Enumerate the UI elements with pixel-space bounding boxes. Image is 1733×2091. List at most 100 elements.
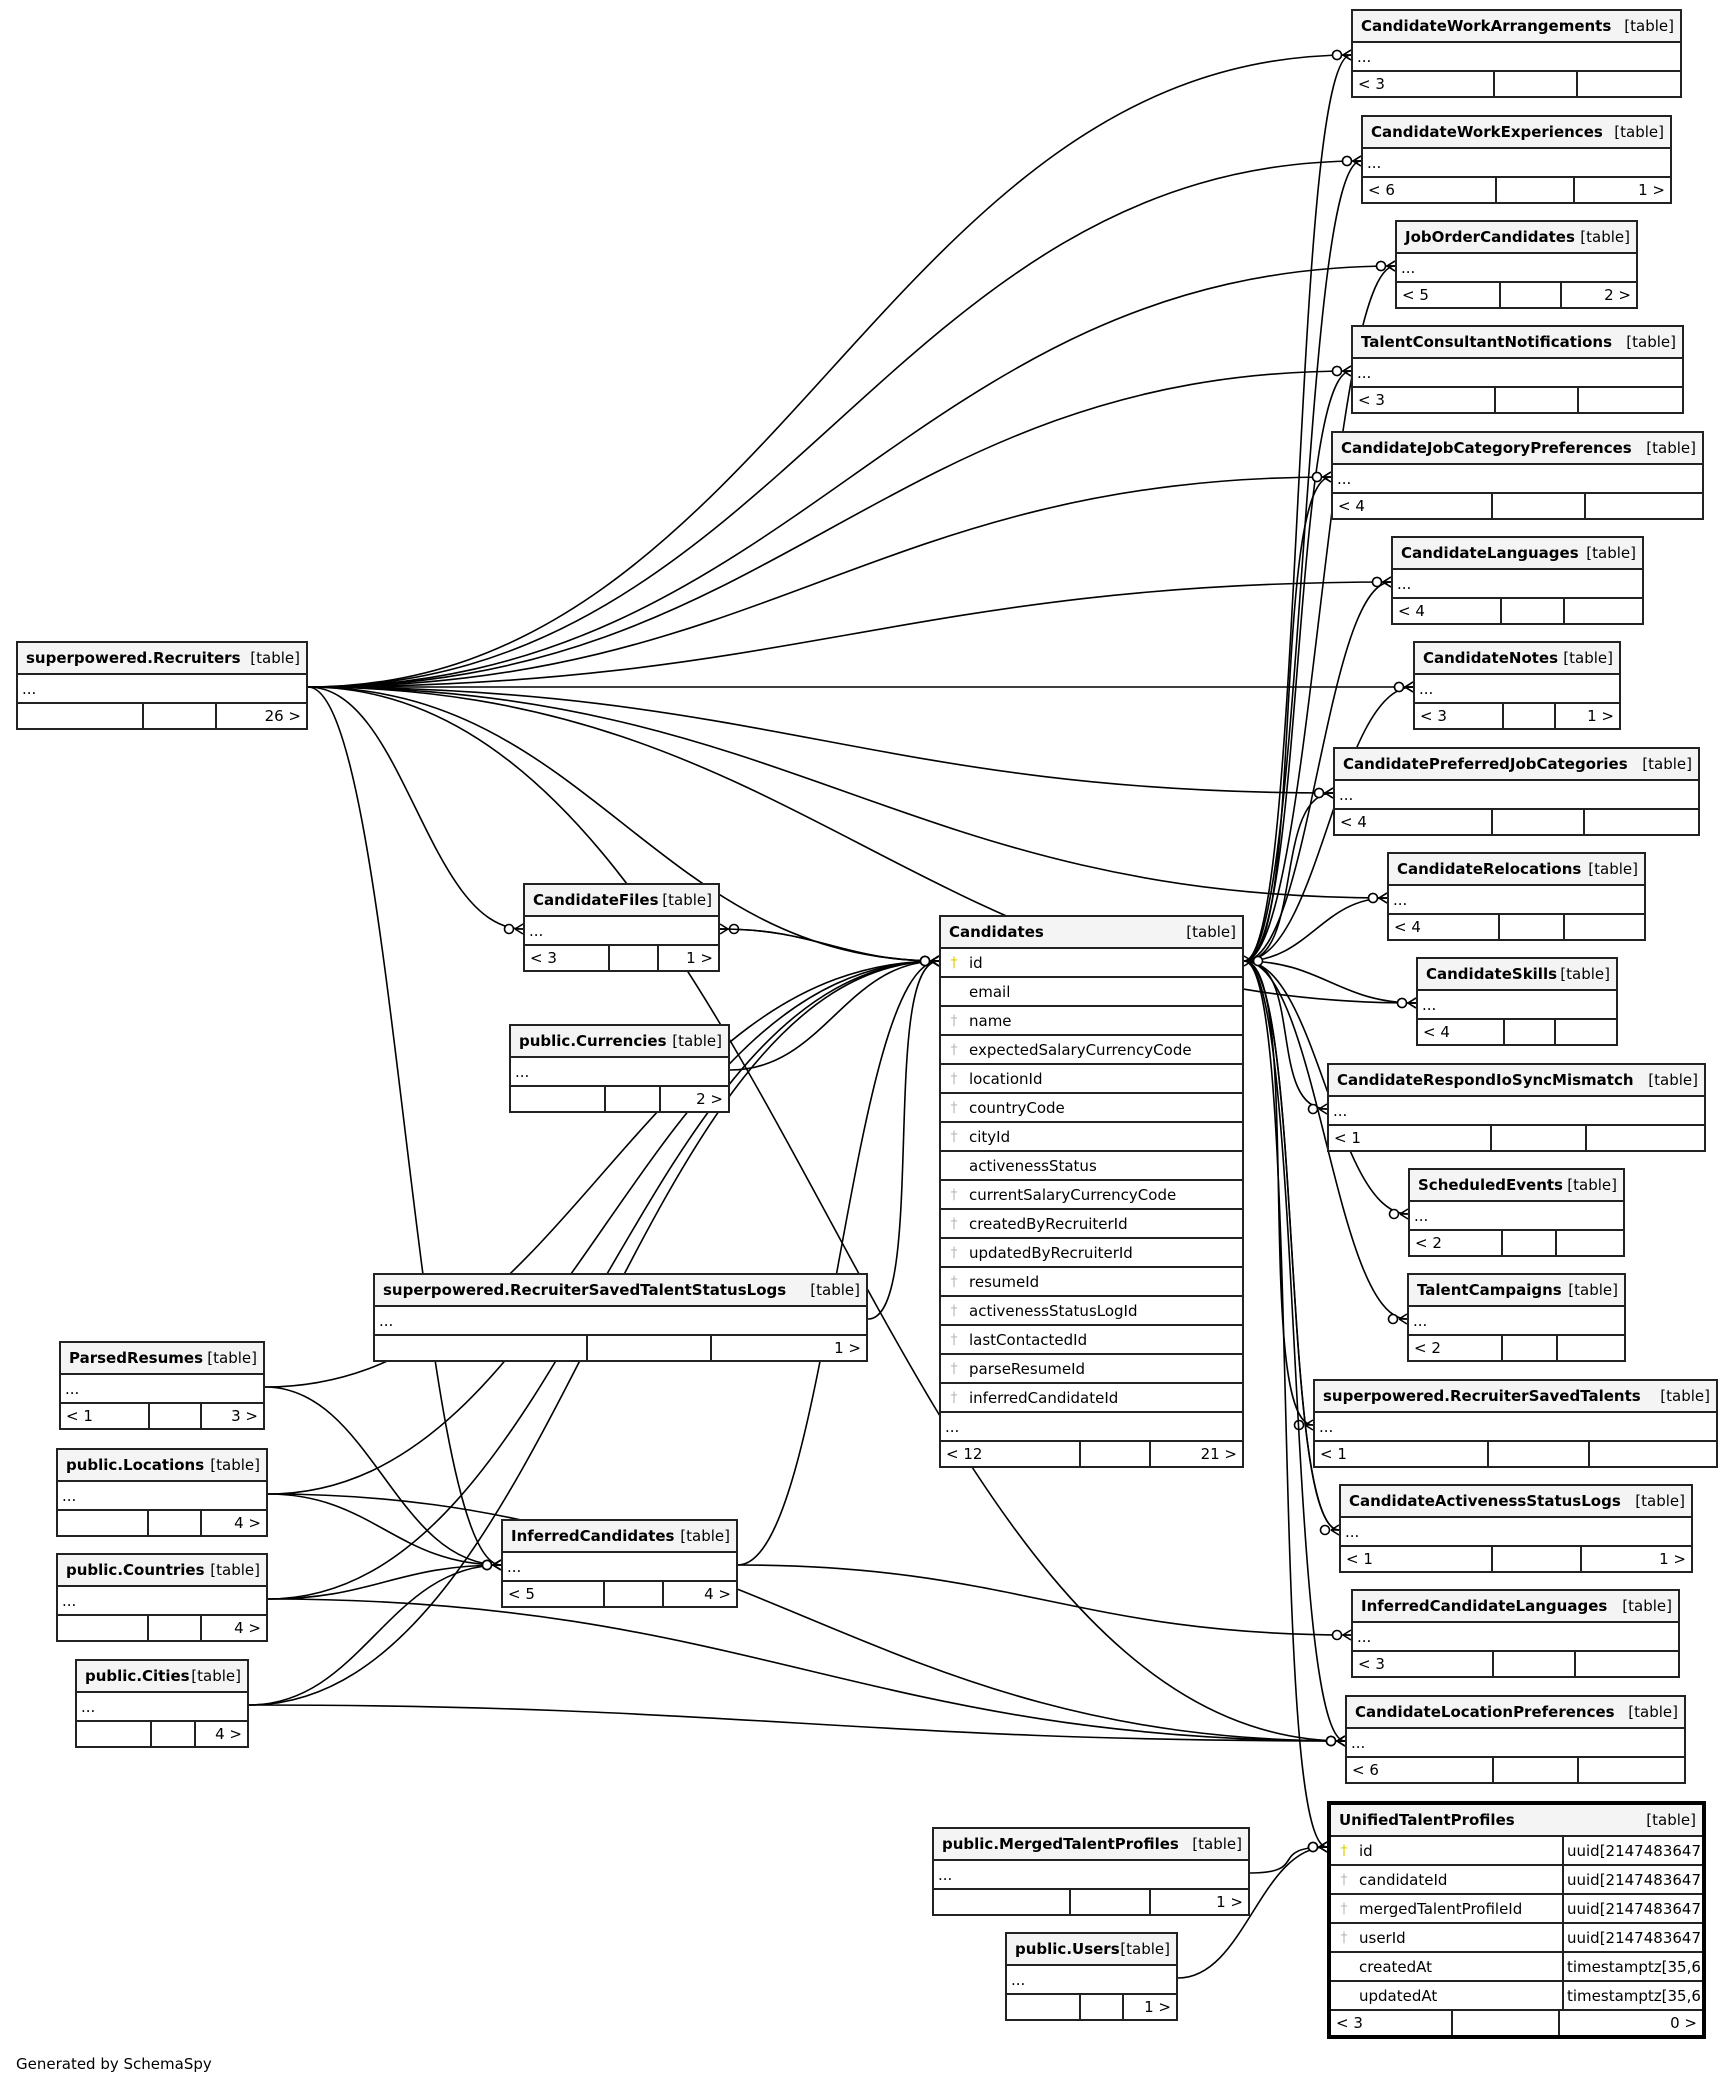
children-count[interactable]	[1585, 810, 1698, 834]
table-candidate-relocations[interactable]: CandidateRelocations [table] ... < 4	[1387, 852, 1646, 941]
column-row[interactable]: email	[941, 978, 1242, 1007]
children-count[interactable]: 1 >	[1144, 1998, 1171, 2016]
column-row[interactable]: † expectedSalaryCurrencyCode	[941, 1036, 1242, 1065]
parents-count[interactable]: < 3	[525, 946, 610, 970]
table-header[interactable]: public.MergedTalentProfiles [table]	[934, 1829, 1248, 1861]
column-name[interactable]: id	[1359, 1841, 1373, 1860]
children-count[interactable]: 3 >	[231, 1407, 258, 1425]
table-candidate-files[interactable]: CandidateFiles [table] ... < 3 1 >	[523, 883, 720, 972]
table-candidate-location-preferences[interactable]: CandidateLocationPreferences [table] ...…	[1345, 1695, 1686, 1784]
column-row[interactable]: † lastContactedId	[941, 1326, 1242, 1355]
children-count[interactable]: 1 >	[686, 949, 713, 967]
table-name[interactable]: public.Cities	[85, 1667, 190, 1685]
table-name[interactable]: CandidateWorkExperiences	[1371, 123, 1603, 141]
parents-count[interactable]: < 3	[1415, 704, 1504, 728]
parents-count[interactable]: < 2	[1410, 1231, 1503, 1255]
table-header[interactable]: TalentCampaigns [table]	[1409, 1275, 1624, 1307]
column-name[interactable]: userId	[1359, 1928, 1406, 1947]
parents-count[interactable]	[934, 1890, 1071, 1914]
table-header[interactable]: UnifiedTalentProfiles [table]	[1331, 1805, 1702, 1837]
parents-count[interactable]: < 1	[1329, 1126, 1492, 1150]
column-row[interactable]: activenessStatus	[941, 1152, 1242, 1181]
table-public-countries[interactable]: public.Countries [table] ... 4 >	[56, 1553, 268, 1642]
table-superpowered-recruiter-saved-talent-status-logs[interactable]: superpowered.RecruiterSavedTalentStatusL…	[373, 1273, 868, 1362]
table-superpowered-recruiter-saved-talents[interactable]: superpowered.RecruiterSavedTalents [tabl…	[1313, 1379, 1718, 1468]
column-name[interactable]: mergedTalentProfileId	[1359, 1899, 1523, 1918]
children-count[interactable]	[1579, 388, 1682, 412]
column-row[interactable]: † name	[941, 1007, 1242, 1036]
column-name[interactable]: resumeId	[969, 1272, 1040, 1291]
column-name[interactable]: lastContactedId	[969, 1330, 1088, 1349]
table-name[interactable]: CandidateRelocations	[1397, 860, 1582, 878]
parents-count[interactable]: < 12	[941, 1442, 1081, 1466]
column-name[interactable]: expectedSalaryCurrencyCode	[969, 1040, 1192, 1059]
table-header[interactable]: CandidateLocationPreferences [table]	[1347, 1697, 1684, 1729]
children-count[interactable]: 4 >	[234, 1514, 261, 1532]
parents-count[interactable]: < 4	[1333, 494, 1493, 518]
table-header[interactable]: ScheduledEvents [table]	[1410, 1170, 1623, 1202]
table-header[interactable]: CandidateNotes [table]	[1415, 643, 1619, 675]
parents-count[interactable]: < 3	[1353, 72, 1495, 96]
table-candidates[interactable]: Candidates [table] † id email† name† exp…	[939, 915, 1244, 1468]
column-name[interactable]: countryCode	[969, 1098, 1065, 1117]
column-name[interactable]: activenessStatus	[969, 1156, 1097, 1175]
table-public-merged-talent-profiles[interactable]: public.MergedTalentProfiles [table] ... …	[932, 1827, 1250, 1916]
table-candidate-languages[interactable]: CandidateLanguages [table] ... < 4	[1391, 536, 1644, 625]
table-inferred-candidates[interactable]: InferredCandidates [table] ... < 5 4 >	[501, 1519, 738, 1608]
parents-count[interactable]: < 3	[1353, 1652, 1494, 1676]
column-row[interactable]: † inferredCandidateId	[941, 1384, 1242, 1413]
column-row[interactable]: updatedAt timestamptz[35,6]	[1331, 1982, 1707, 2011]
column-row[interactable]: † id	[941, 949, 1242, 978]
children-count[interactable]: 1 >	[1638, 181, 1665, 199]
table-header[interactable]: ParsedResumes [table]	[61, 1343, 263, 1375]
column-name[interactable]: createdAt	[1359, 1957, 1433, 1976]
children-count[interactable]	[1578, 72, 1680, 96]
parents-count[interactable]	[18, 704, 144, 728]
table-candidate-work-experiences[interactable]: CandidateWorkExperiences [table] ... < 6…	[1361, 115, 1672, 204]
parents-count[interactable]	[58, 1511, 149, 1535]
table-parsed-resumes[interactable]: ParsedResumes [table] ... < 1 3 >	[59, 1341, 265, 1430]
table-talent-campaigns[interactable]: TalentCampaigns [table] ... < 2	[1407, 1273, 1626, 1362]
parents-count[interactable]: < 4	[1389, 915, 1500, 939]
column-row[interactable]: † parseResumeId	[941, 1355, 1242, 1384]
children-count[interactable]: 1 >	[1216, 1893, 1243, 1911]
parents-count[interactable]: < 1	[1341, 1547, 1493, 1571]
children-count[interactable]	[1557, 1231, 1623, 1255]
table-name[interactable]: ScheduledEvents	[1418, 1176, 1563, 1194]
table-name[interactable]: CandidateWorkArrangements	[1361, 17, 1612, 35]
column-row[interactable]: † updatedByRecruiterId	[941, 1239, 1242, 1268]
table-name[interactable]: public.Currencies	[519, 1032, 667, 1050]
table-public-currencies[interactable]: public.Currencies [table] ... 2 >	[509, 1024, 730, 1113]
table-header[interactable]: CandidateFiles [table]	[525, 885, 718, 917]
table-header[interactable]: CandidateLanguages [table]	[1393, 538, 1642, 570]
table-inferred-candidate-languages[interactable]: InferredCandidateLanguages [table] ... <…	[1351, 1589, 1680, 1678]
children-count[interactable]: 26 >	[264, 707, 301, 725]
table-header[interactable]: CandidateJobCategoryPreferences [table]	[1333, 433, 1702, 465]
column-name[interactable]: locationId	[969, 1069, 1043, 1088]
parents-count[interactable]: < 1	[1315, 1442, 1489, 1466]
table-header[interactable]: CandidateSkills [table]	[1418, 959, 1616, 991]
table-candidate-notes[interactable]: CandidateNotes [table] ... < 3 1 >	[1413, 641, 1621, 730]
children-count[interactable]	[1565, 599, 1642, 623]
table-name[interactable]: public.Locations	[66, 1456, 205, 1474]
column-name[interactable]: updatedAt	[1359, 1986, 1438, 2005]
column-name[interactable]: activenessStatusLogId	[969, 1301, 1138, 1320]
table-name[interactable]: superpowered.Recruiters	[26, 649, 241, 667]
table-unified-talent-profiles[interactable]: UnifiedTalentProfiles [table] † id uuid[…	[1327, 1801, 1707, 2039]
children-count[interactable]: 1 >	[1587, 707, 1614, 725]
table-superpowered-recruiters[interactable]: superpowered.Recruiters [table] ... 26 >	[16, 641, 308, 730]
table-name[interactable]: CandidateRespondIoSyncMismatch	[1337, 1071, 1634, 1089]
parents-count[interactable]	[375, 1336, 588, 1360]
table-job-order-candidates[interactable]: JobOrderCandidates [table] ... < 5 2 >	[1395, 220, 1638, 309]
parents-count[interactable]: < 6	[1363, 178, 1497, 202]
column-name[interactable]: email	[969, 982, 1011, 1001]
table-talent-consultant-notifications[interactable]: TalentConsultantNotifications [table] ..…	[1351, 325, 1684, 414]
table-header[interactable]: CandidateActivenessStatusLogs [table]	[1341, 1486, 1691, 1518]
column-name[interactable]: createdByRecruiterId	[969, 1214, 1128, 1233]
children-count[interactable]: 0 >	[1670, 2014, 1697, 2032]
parents-count[interactable]: < 2	[1409, 1336, 1503, 1360]
parents-count[interactable]: < 3	[1331, 2011, 1453, 2035]
table-name[interactable]: CandidateJobCategoryPreferences	[1341, 439, 1632, 457]
children-count[interactable]: 21 >	[1200, 1445, 1237, 1463]
children-count[interactable]	[1590, 1442, 1716, 1466]
